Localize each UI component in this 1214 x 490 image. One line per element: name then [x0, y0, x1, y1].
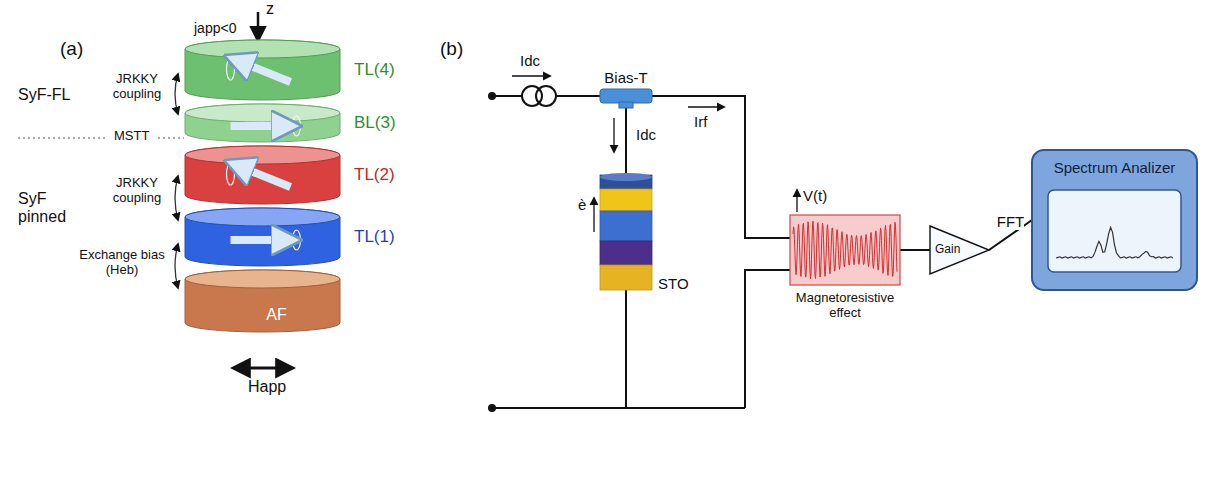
cylinder-body	[185, 146, 340, 204]
current-label: Idc	[636, 126, 656, 143]
node-shape	[790, 215, 900, 285]
wire	[625, 290, 627, 408]
panel-label: (a)	[60, 38, 83, 60]
precession-orbit	[293, 230, 301, 250]
cylinder-body	[185, 270, 340, 332]
node-label: TL(2)	[354, 165, 395, 185]
cylinder-top	[185, 104, 340, 122]
layer-cylinder: TL(1)	[185, 208, 340, 266]
cylinder-top	[185, 270, 340, 288]
coupling-label: Exchange bias (Heb)	[76, 248, 168, 278]
precession-orbit	[227, 163, 235, 185]
wire	[745, 270, 790, 408]
bias-tee-bar	[600, 89, 652, 103]
layer-cylinder: TL(4)	[185, 40, 340, 100]
current-label: Irf	[694, 113, 707, 130]
wire	[625, 108, 627, 175]
wire	[556, 95, 600, 97]
spectrum-trace	[1056, 227, 1173, 258]
coupling-arrow	[175, 244, 178, 288]
current-source	[536, 86, 556, 106]
wire	[492, 407, 745, 409]
analyzer-housing	[1032, 150, 1197, 290]
cylinder-top	[185, 146, 340, 164]
signal-frame	[790, 215, 900, 285]
wire	[492, 95, 522, 97]
node-shape	[600, 175, 652, 290]
current-label: japp<0	[194, 20, 236, 36]
current-arrow	[688, 106, 724, 107]
group-label: SyF-FL	[18, 86, 70, 104]
node-label: AF	[266, 306, 286, 324]
node-label: TL(4)	[354, 60, 395, 80]
stack-layer	[600, 241, 652, 265]
analyzer-screen	[1048, 190, 1181, 272]
cylinder-top	[185, 208, 340, 226]
coupling-arrow	[175, 176, 178, 220]
node-shape	[600, 89, 652, 103]
cylinder-top	[185, 40, 340, 58]
amplifier-outline	[930, 226, 989, 274]
node-shape	[185, 208, 340, 266]
group-label: SyF pinned	[18, 190, 80, 227]
node-label: BL(3)	[354, 113, 396, 133]
oscillator-stack: STO	[600, 175, 652, 290]
voltage-arrow	[796, 190, 797, 212]
stack-layer	[600, 189, 652, 211]
bias-tee-stem	[619, 102, 633, 108]
node-label: Magnetoresistive effect	[780, 291, 910, 321]
antiferromagnet-cylinder: AF	[185, 270, 340, 332]
node-shape	[185, 104, 340, 142]
layer-cylinder: TL(2)	[185, 146, 340, 204]
bias-tee: Bias-T	[600, 89, 652, 103]
current-arrow	[613, 118, 614, 152]
stack-layer	[600, 211, 652, 241]
rf-signal	[793, 221, 897, 279]
current-label: Idc	[520, 52, 540, 69]
current-arrow	[257, 12, 260, 40]
node-label: TL(1)	[354, 227, 395, 247]
electron-label: è	[578, 196, 586, 213]
wire	[652, 96, 790, 238]
magnetization-arrow	[239, 166, 291, 187]
precession-orbit	[227, 58, 235, 80]
node-shape	[185, 146, 340, 204]
current-arrow	[512, 75, 550, 76]
axis-label: z	[266, 0, 274, 18]
magnetization-arrow	[239, 61, 291, 82]
edge-label: FFT	[997, 213, 1025, 230]
node-shape	[185, 40, 340, 100]
node-label: Bias-T	[604, 69, 647, 86]
interface-label: MSTT	[114, 129, 149, 144]
coupling-label: JRKKY coupling	[104, 72, 170, 102]
stack-layer	[600, 265, 652, 290]
stack-top	[600, 173, 652, 181]
magnetization-arrow	[231, 236, 287, 244]
field-arrow	[234, 367, 292, 370]
node-label: Gain	[935, 243, 960, 257]
cylinder-body	[185, 208, 340, 266]
precession-orbit	[293, 116, 301, 136]
panel-label: (b)	[440, 38, 463, 60]
node-label: Spectrum Analizer	[1054, 159, 1176, 176]
field-label: Happ	[248, 378, 286, 396]
layer-cylinder: BL(3)	[185, 104, 340, 142]
electron-arrow	[593, 198, 594, 232]
interface-line	[158, 137, 184, 138]
coupling-label: JRKKY coupling	[104, 176, 170, 206]
node-label: STO	[658, 275, 689, 292]
coupling-arrow	[175, 74, 178, 114]
wire	[900, 249, 930, 251]
voltage-label: V(t)	[803, 187, 827, 204]
cylinder-body	[185, 104, 340, 142]
node-shape	[185, 270, 340, 332]
spectrum-analyzer: Spectrum Analizer	[1032, 150, 1197, 290]
magnetization-arrow	[231, 122, 287, 130]
amplifier-triangle: Gain	[930, 226, 989, 274]
interface-line	[18, 137, 108, 138]
signal-box: Magnetoresistive effect	[790, 215, 900, 285]
cylinder-body	[185, 40, 340, 100]
